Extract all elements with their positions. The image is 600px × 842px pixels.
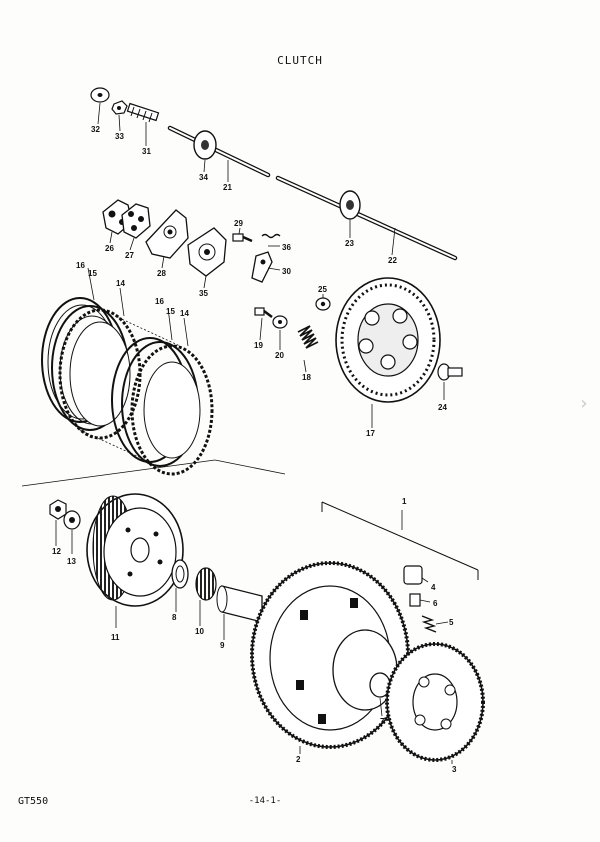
callout-9: 9: [220, 641, 225, 650]
callout-11: 11: [111, 633, 120, 642]
callout-24: 24: [438, 403, 447, 412]
spacer-9: [216, 585, 263, 623]
footer-page-number: -14-1-: [248, 796, 282, 806]
callout-32: 32: [91, 125, 100, 134]
clutch-plates-set-14-15-16: [41, 297, 142, 440]
callout-2: 2: [296, 755, 301, 764]
callout-29: 29: [234, 219, 243, 228]
release-arm-30: [251, 251, 273, 283]
callout-16a: 16: [76, 261, 85, 270]
oil-pump-drive-gear-3: [385, 642, 485, 762]
footer-model-code: GT550: [18, 796, 49, 807]
spring-5: [421, 615, 437, 633]
pressure-plate-17: [335, 277, 441, 403]
dowel-4: [403, 565, 423, 585]
spring-36: [261, 233, 281, 239]
nut-12: [49, 499, 67, 520]
callout-14b: 14: [180, 309, 189, 318]
sleeve-hub-11: [86, 493, 184, 607]
callout-31: 31: [142, 147, 151, 156]
needle-bearing-10: [195, 567, 217, 601]
callout-4: 4: [431, 583, 436, 592]
callout-23: 23: [345, 239, 354, 248]
callout-20: 20: [275, 351, 284, 360]
callout-33: 33: [115, 132, 124, 141]
release-plate-28: [145, 209, 189, 259]
callout-3: 3: [452, 765, 457, 774]
washer-13: [63, 510, 81, 530]
callout-12: 12: [52, 547, 61, 556]
separator-lines: [21, 459, 286, 487]
callout-28: 28: [157, 269, 166, 278]
leader-lines: [55, 102, 453, 764]
callout-26: 26: [105, 244, 114, 253]
callout-17: 17: [366, 429, 375, 438]
washer-8: [171, 559, 189, 589]
release-cam-27: [121, 203, 151, 239]
callout-15b: 15: [166, 307, 175, 316]
plate-alignment-dotted-lines: [79, 315, 181, 463]
callout-5: 5: [449, 618, 454, 627]
callout-13: 13: [67, 557, 76, 566]
pin-6: [409, 593, 421, 607]
washer-32: [90, 87, 110, 103]
callout-34: 34: [199, 173, 208, 182]
adjusting-screw-31: [126, 102, 160, 123]
callout-22: 22: [388, 256, 397, 265]
clutch-plates-set-right: [111, 337, 214, 476]
chevron-right-icon[interactable]: ›: [580, 393, 588, 414]
callout-35: 35: [199, 289, 208, 298]
page-title: CLUTCH: [277, 54, 323, 67]
callout-10: 10: [195, 627, 204, 636]
callout-15a: 15: [88, 269, 97, 278]
callout-6: 6: [433, 599, 438, 608]
screw-29: [232, 233, 253, 243]
callout-19: 19: [254, 341, 263, 350]
callout-36: 36: [282, 243, 291, 252]
callout-8: 8: [172, 613, 177, 622]
push-rod-22: [275, 175, 458, 261]
clutch-spring-18: [297, 325, 319, 349]
callout-25: 25: [318, 285, 327, 294]
washer-20: [272, 315, 288, 329]
bearing-24: [437, 363, 463, 381]
callout-7: 7: [380, 717, 385, 726]
push-rod-21: [167, 125, 271, 178]
callout-21: 21: [223, 183, 232, 192]
callout-27: 27: [125, 251, 134, 260]
primary-driven-gear-assembly-2: [250, 561, 410, 749]
callout-1: 1: [402, 497, 407, 506]
callout-18: 18: [302, 373, 311, 382]
washer-25: [315, 297, 331, 311]
release-plate-35: [187, 227, 227, 277]
assembly-bracket-1: [321, 501, 479, 580]
nut-33: [111, 100, 128, 115]
bolt-19: [254, 307, 273, 318]
callout-14a: 14: [116, 279, 125, 288]
callout-30: 30: [282, 267, 291, 276]
callout-16b: 16: [155, 297, 164, 306]
